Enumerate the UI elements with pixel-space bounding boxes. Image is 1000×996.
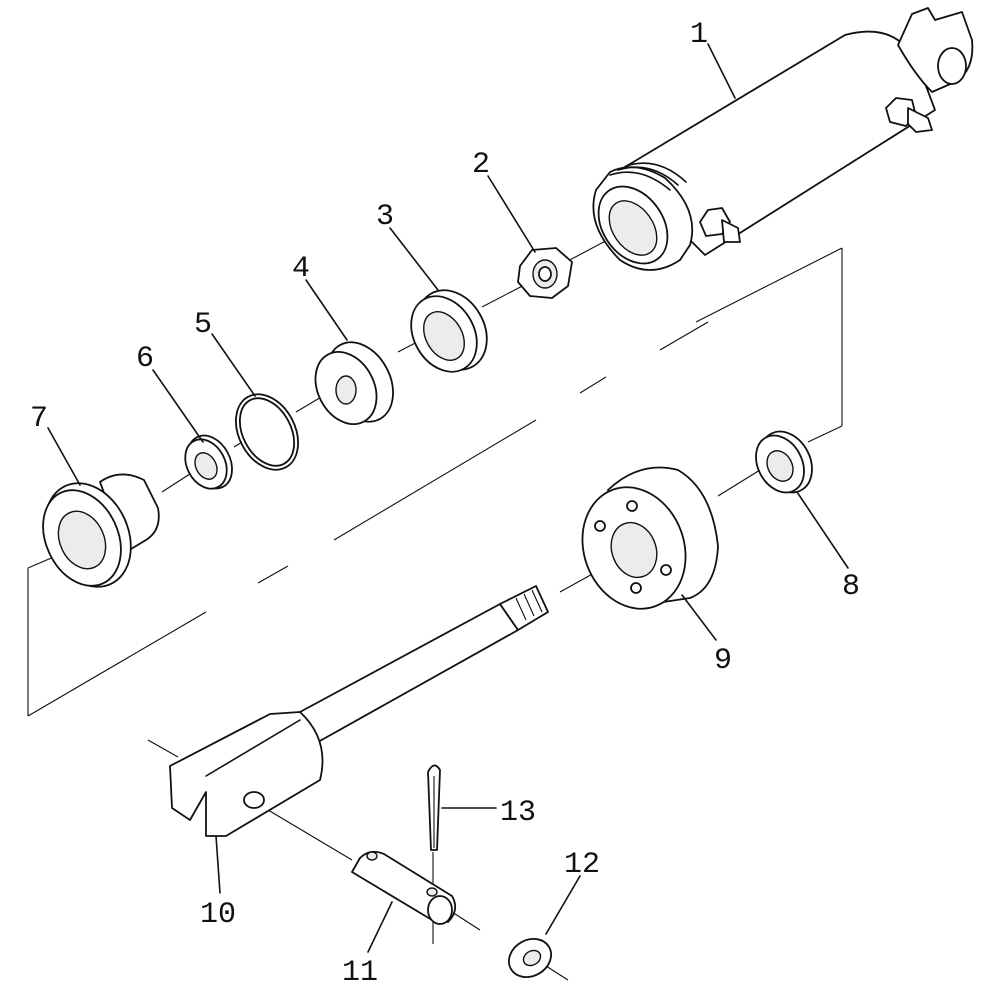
leader-lines	[47, 43, 849, 953]
flat-washer-icon	[508, 938, 552, 978]
washer-icon	[184, 434, 233, 490]
cylinder-barrel-icon	[592, 7, 974, 271]
callout-1: 1	[690, 18, 708, 52]
callout-3: 3	[376, 200, 394, 234]
callout-6: 6	[136, 342, 154, 376]
callout-8: 8	[842, 570, 860, 604]
callout-12: 12	[564, 848, 600, 882]
rod-clevis-icon	[169, 585, 549, 837]
callout-11: 11	[342, 956, 378, 990]
end-cap-icon	[581, 466, 719, 610]
callout-7: 7	[30, 402, 48, 436]
callout-2: 2	[472, 148, 490, 182]
callout-13: 13	[500, 796, 536, 830]
callout-labels: 1 2 3 4 5 6 7 8 9 10 11 12 13	[30, 18, 860, 990]
callout-5: 5	[194, 308, 212, 342]
o-ring-icon	[235, 393, 299, 471]
callout-9: 9	[714, 644, 732, 678]
callout-4: 4	[292, 252, 310, 286]
callout-10: 10	[200, 898, 236, 932]
piston-icon	[314, 341, 394, 425]
cotter-pin-icon	[427, 764, 441, 851]
assembly-axis-lines	[27, 129, 891, 981]
gland-icon	[42, 473, 160, 588]
piston-ring-icon	[410, 289, 488, 373]
hex-nut-icon	[517, 247, 573, 299]
wiper-seal-icon	[755, 430, 813, 494]
clevis-pin-icon	[351, 850, 457, 925]
